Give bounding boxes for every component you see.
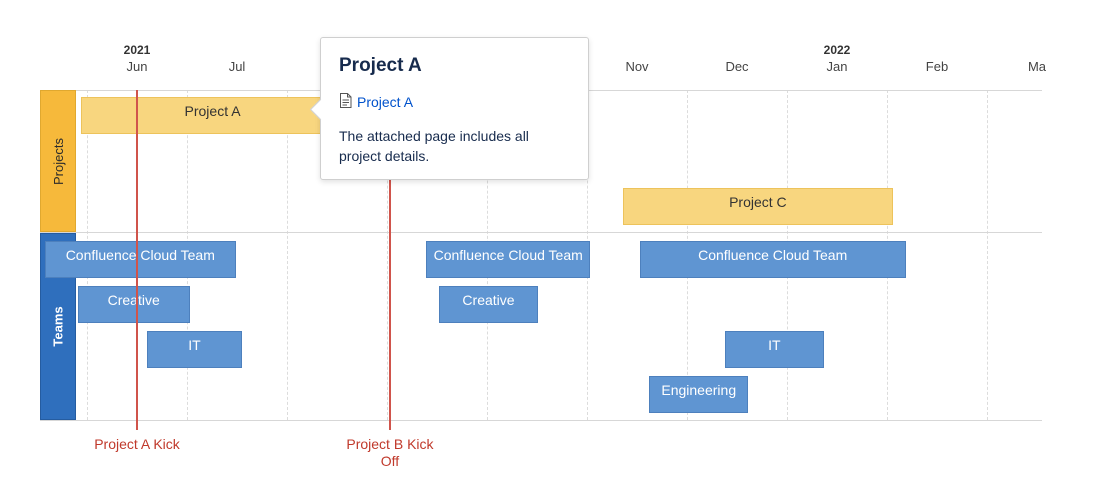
team-bar[interactable]: Creative [77, 286, 190, 323]
page-icon [339, 93, 352, 111]
lane-teams-label: Teams [50, 306, 66, 347]
milestone-marker-label[interactable]: Project A Kick [94, 436, 180, 452]
month-label: Feb [925, 59, 949, 74]
month-label: Ma [1027, 59, 1047, 74]
lane-bottom-border [40, 420, 1042, 421]
project-bar[interactable]: Project A [81, 97, 344, 134]
month-label: Jul [228, 59, 246, 74]
popup-title: Project A [339, 55, 422, 76]
month-gridline [287, 90, 288, 420]
popup-link-label: Project A [357, 94, 414, 110]
year-label: 2021 [123, 43, 151, 57]
team-bar[interactable]: IT [725, 331, 824, 368]
lane-projects-label: Projects [50, 137, 66, 185]
project-popup: Project A Project A The attached page in… [309, 37, 589, 180]
lane-projects[interactable]: Projects [40, 90, 76, 232]
popup-page-link[interactable]: Project A [339, 93, 570, 111]
milestone-marker-line[interactable] [388, 90, 391, 430]
project-bar[interactable]: Project C [623, 188, 893, 225]
team-bar[interactable]: Confluence Cloud Team [426, 241, 591, 278]
month-label: Nov [625, 59, 649, 74]
month-label: Jan [826, 59, 848, 74]
month-gridline [987, 90, 988, 420]
month-label: Dec [725, 59, 749, 74]
team-bar[interactable]: Confluence Cloud Team [45, 241, 236, 278]
popup-description: The attached page includes all project d… [339, 128, 529, 164]
month-gridline [387, 90, 388, 420]
milestone-marker-label[interactable]: Project B Kick Off [346, 436, 434, 469]
team-bar[interactable]: Confluence Cloud Team [639, 241, 906, 278]
lane-divider [40, 232, 1042, 233]
team-bar[interactable]: IT [146, 331, 243, 368]
team-bar[interactable]: Creative [439, 286, 538, 323]
month-label: Jun [126, 59, 148, 74]
year-label: 2022 [823, 43, 851, 57]
milestone-marker-line[interactable] [136, 90, 138, 430]
team-bar[interactable]: Engineering [649, 376, 749, 413]
